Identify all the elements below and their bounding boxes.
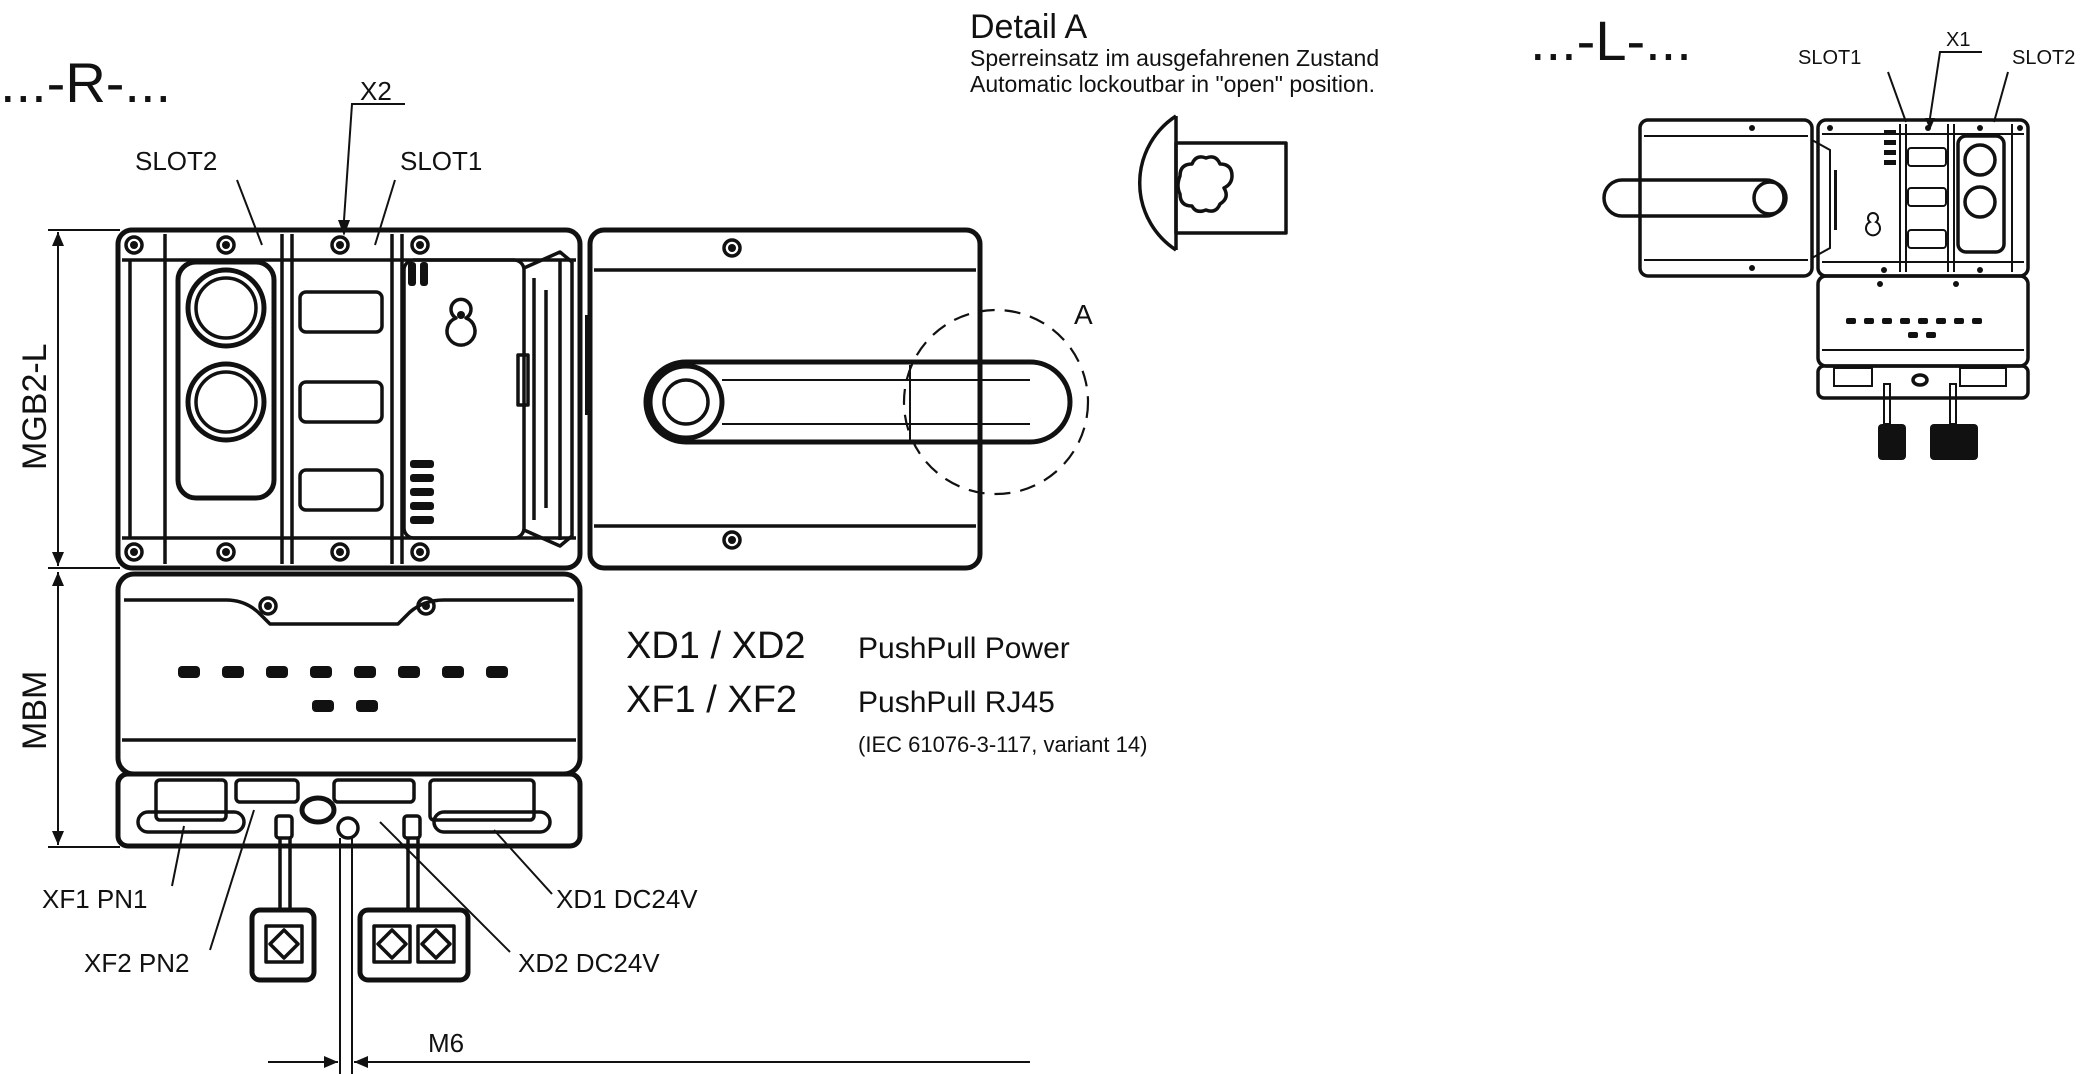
mbm-status-leds [178,666,508,712]
mbm-connector-strip [115,771,583,849]
xd1-label: XD1 DC24V [556,884,698,914]
detail-caption-en: Automatic lockoutbar in "open" position. [970,71,1375,97]
right-variant-title: ...-R-... [0,51,171,114]
mgb2l-dimension [48,229,120,569]
xf1-label: XF1 PN1 [42,884,148,914]
legend-desc-xd: PushPull Power [858,632,1070,665]
handle-lever [643,359,1073,445]
left-variant-drawing [1602,51,2030,460]
legend-code-xf: XF1 / XF2 [626,679,797,721]
handle-module [587,227,983,571]
detail-marker-label: A [1074,299,1093,330]
detail-a-marker [902,308,1090,496]
left-slot2-label: SLOT2 [2012,47,2075,69]
left-x1-label: X1 [1946,29,1970,51]
slot1-label: SLOT1 [400,146,482,176]
x2-label: X2 [360,76,392,106]
detail-caption-de: Sperreinsatz im ausgefahrenen Zustand [970,45,1379,71]
connector-legend: XD1 / XD2 PushPull Power XF1 / XF2 PushP… [626,625,1147,757]
slot2-label: SLOT2 [135,146,217,176]
left-variant-title: ...-L-... [1530,9,1692,72]
legend-code-xd: XD1 / XD2 [626,625,806,667]
xf2-label: XF2 PN2 [84,948,190,978]
xd-plug-right [357,814,471,983]
xf-plug-left [249,814,317,983]
handle-module-panel [402,258,526,540]
slot1-indicators [298,290,384,512]
xd2-label: XD2 DC24V [518,948,660,978]
callout-leaders-bottom [171,809,553,953]
detail-title: Detail A [970,8,1087,46]
slot2-pushbuttons [175,259,277,501]
housing-screws [124,235,430,562]
mbm-dimension [48,572,120,848]
left-slot1-label: SLOT1 [1798,47,1861,69]
legend-desc-xf: PushPull RJ45 [858,686,1055,719]
m6-label: M6 [428,1028,464,1058]
mgb2l-label: MGB2-L [16,343,54,470]
callout-leaders-top [236,103,405,246]
legend-note: (IEC 61076-3-117, variant 14) [858,732,1147,757]
m6-dimension [268,838,1030,1074]
detail-a-drawing [1137,114,1288,252]
mbm-label: MBM [16,671,54,750]
